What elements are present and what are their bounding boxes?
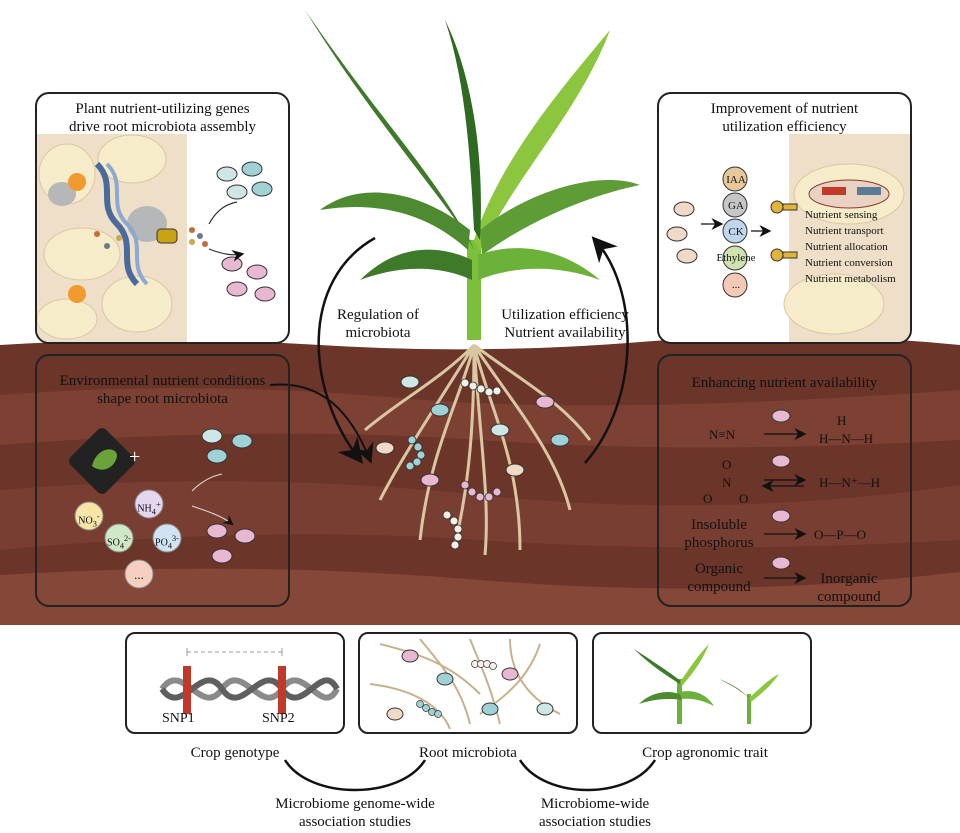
- dinitrogen: N≡N: [709, 427, 736, 442]
- nitrate-ion: NO3-: [78, 512, 100, 529]
- snp2-label: SNP2: [262, 711, 295, 726]
- bacterium-icon: [400, 375, 420, 389]
- mgwas-arc: [283, 759, 427, 792]
- bacterium-icon: [430, 403, 450, 417]
- seedlings-illustration: [634, 644, 779, 724]
- ammonia: H—N—H: [819, 431, 874, 446]
- hormone-iaa: IAA: [726, 174, 746, 186]
- sulfate-ion: SO42-: [107, 534, 131, 551]
- panel-root-microbiota: [358, 632, 578, 734]
- orange-protein: [68, 285, 86, 303]
- bacterium-icon: [535, 395, 555, 409]
- microbe-cluster-teal: [201, 428, 253, 464]
- large-seedling: [634, 644, 714, 724]
- snp1-marker: [183, 666, 191, 714]
- ammonium: H—N⁺—H: [819, 475, 881, 490]
- panel-title: Enhancing nutrient availability: [691, 375, 878, 391]
- nitrate-o-top: O: [722, 457, 732, 472]
- nitrate-o-left: O: [703, 491, 713, 506]
- microbe-cluster-teal: [216, 161, 273, 200]
- hormone-more: ...: [731, 279, 741, 291]
- ammonium-ion: NH4+: [137, 500, 161, 517]
- snp1-label: SNP1: [162, 711, 195, 726]
- coccus-chain: [405, 435, 426, 471]
- crop-genotype-label: Crop genotype: [190, 745, 280, 761]
- env-to-root-arrow: [269, 383, 374, 464]
- coccus-chain: [460, 480, 502, 502]
- utilization-arrow: [584, 236, 629, 464]
- root-microbes: [375, 375, 570, 550]
- microbe-icon: [771, 556, 791, 570]
- microbe-icon: [771, 454, 791, 468]
- small-seedling: [719, 674, 779, 724]
- environment-illustration: [69, 428, 256, 589]
- process-transport: Nutrient transport: [805, 225, 884, 237]
- panel-crop-genotype: SNP1 SNP2: [125, 632, 345, 734]
- orange-protein: [68, 173, 86, 191]
- process-conversion: Nutrient conversion: [805, 257, 893, 269]
- receptor-icon: [770, 200, 798, 262]
- regulation-arrow: [317, 236, 376, 464]
- hormone-ethylene: Ethylene: [716, 252, 756, 264]
- soil-background: [0, 336, 960, 625]
- mwas-arc: [518, 759, 657, 792]
- crop-trait-label: Crop agronomic trait: [642, 745, 768, 761]
- phosphate: O—P—O: [814, 527, 867, 542]
- bacterium-icon: [550, 433, 570, 447]
- phosphate-ion: PO43-: [155, 534, 179, 551]
- bacterium-icon: [420, 473, 440, 487]
- cell-illustration: [666, 134, 910, 342]
- ammonia-h-top: H: [837, 413, 847, 428]
- microbe-icon: [666, 201, 698, 264]
- root-microbiota-label: Root microbiota: [419, 745, 517, 761]
- microbe-cluster-pink: [206, 523, 256, 564]
- bacterium-icon: [490, 423, 510, 437]
- root-cell-illustration: [37, 134, 276, 342]
- nitrate-o-right: O: [739, 491, 749, 506]
- microbe-icon: [771, 509, 791, 523]
- panel-crop-trait: [592, 632, 812, 734]
- soil-bag-icon: [69, 428, 135, 494]
- process-allocation: Nutrient allocation: [805, 241, 888, 253]
- microbe-icon: [771, 409, 791, 423]
- coccus-chain: [442, 510, 463, 550]
- hormone-ga: GA: [728, 200, 744, 212]
- nitrate-n: N: [722, 475, 732, 490]
- microbe-cluster-pink: [221, 256, 276, 302]
- bacterium-icon: [375, 441, 395, 455]
- roots-illustration: [369, 638, 561, 730]
- process-sensing: Nutrient sensing: [805, 209, 878, 221]
- bacterium-icon: [505, 463, 525, 477]
- plus-sign: +: [129, 446, 141, 468]
- more-ions: ...: [134, 567, 144, 582]
- conversion-illustration: [761, 409, 807, 584]
- panel-nutrient-availability: Enhancing nutrient availability N≡N H H—…: [657, 354, 912, 607]
- snp2-marker: [278, 666, 286, 714]
- dna-illustration: [159, 648, 340, 714]
- hormone-ck: CK: [728, 226, 744, 238]
- root-system: [364, 343, 592, 556]
- process-metabolism: Nutrient metabolism: [805, 273, 896, 285]
- coccus-chain: [460, 378, 502, 397]
- maize-plant: [305, 10, 640, 340]
